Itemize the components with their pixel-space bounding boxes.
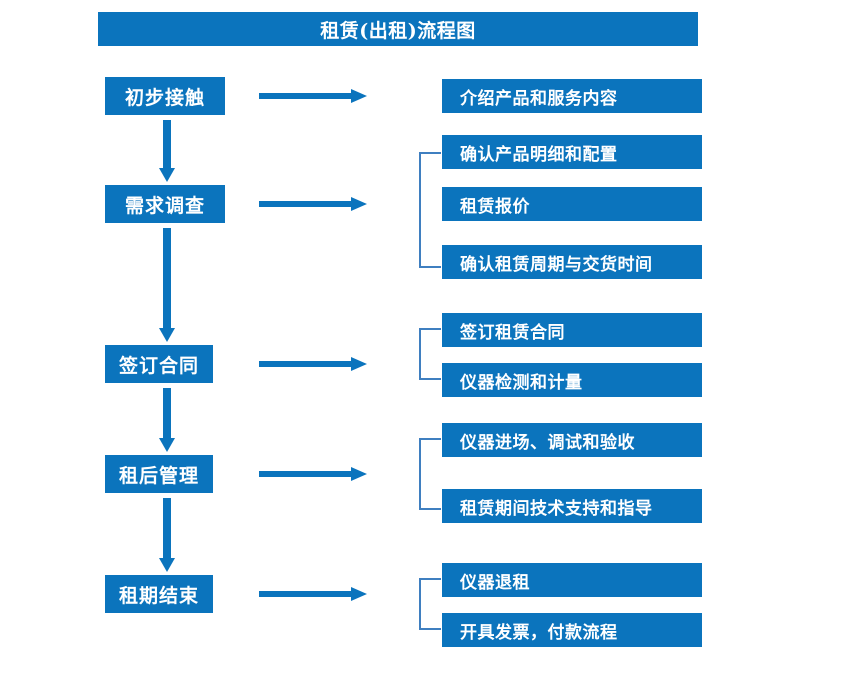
stage-box-2[interactable]: 需求调查: [105, 185, 225, 223]
vertical-arrow-4: [159, 498, 175, 572]
horizontal-arrow-1: [259, 89, 367, 103]
horizontal-arrow-3: [259, 357, 367, 371]
detail-box-5-2[interactable]: 开具发票，付款流程: [442, 613, 702, 647]
horizontal-arrow-2: [259, 197, 367, 211]
detail-box-4-1[interactable]: 仪器进场、调试和验收: [442, 423, 702, 457]
stage-box-3[interactable]: 签订合同: [105, 345, 213, 383]
stage-box-4[interactable]: 租后管理: [105, 455, 213, 493]
stage-box-1[interactable]: 初步接触: [105, 77, 225, 115]
group-bracket-2: [419, 152, 441, 268]
group-bracket-3: [419, 328, 441, 380]
horizontal-arrow-5: [259, 587, 367, 601]
vertical-arrow-1: [159, 120, 175, 182]
detail-box-2-3[interactable]: 确认租赁周期与交货时间: [442, 245, 702, 279]
horizontal-arrow-4: [259, 467, 367, 481]
group-bracket-4: [419, 438, 441, 510]
detail-box-3-1[interactable]: 签订租赁合同: [442, 313, 702, 347]
detail-box-2-1[interactable]: 确认产品明细和配置: [442, 135, 702, 169]
detail-box-1-1[interactable]: 介绍产品和服务内容: [442, 79, 702, 113]
detail-box-3-2[interactable]: 仪器检测和计量: [442, 363, 702, 397]
diagram-title: 租赁(出租)流程图: [98, 12, 698, 46]
detail-box-2-2[interactable]: 租赁报价: [442, 187, 702, 221]
stage-box-5[interactable]: 租期结束: [105, 575, 213, 613]
vertical-arrow-2: [159, 228, 175, 342]
group-bracket-5: [419, 578, 441, 630]
detail-box-5-1[interactable]: 仪器退租: [442, 563, 702, 597]
detail-box-4-2[interactable]: 租赁期间技术支持和指导: [442, 489, 702, 523]
vertical-arrow-3: [159, 388, 175, 452]
